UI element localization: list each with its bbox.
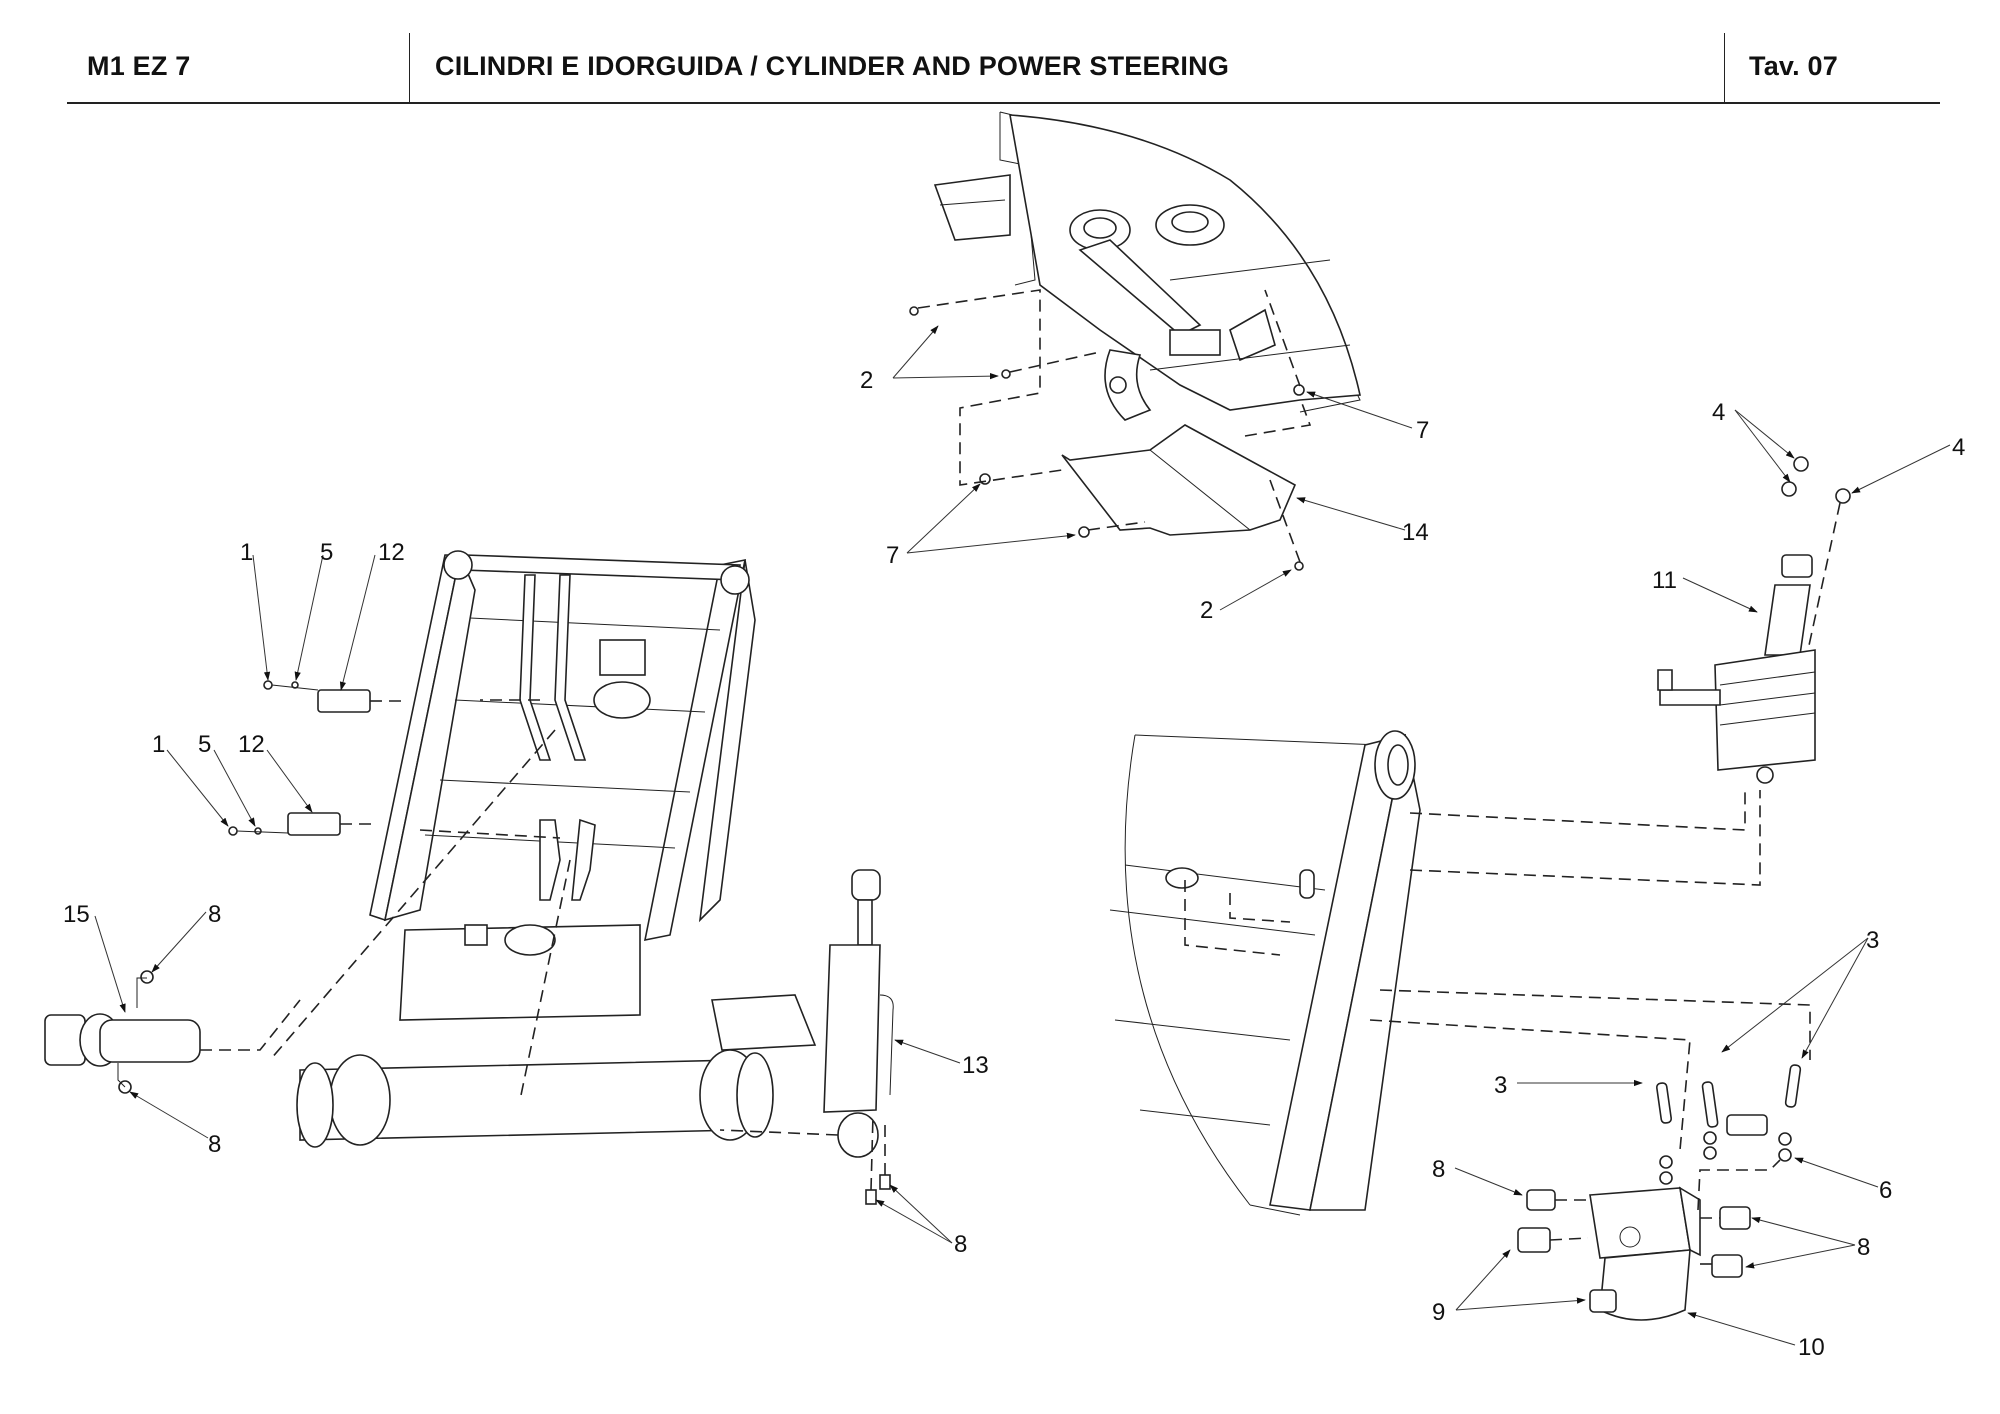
callout-12: 12: [378, 539, 405, 566]
callout-8: 8: [1432, 1156, 1445, 1183]
main-frame-view: 1 5 12 1 5 12 15 8 8 13 8: [44, 539, 989, 1258]
nut: [1078, 526, 1090, 538]
callout-10: 10: [1798, 1334, 1825, 1361]
hydraulic-cylinder: [823, 944, 881, 1113]
joint-cap: [44, 1014, 86, 1066]
stud: [1784, 1064, 1802, 1108]
steering-column-body: [1714, 649, 1816, 771]
table-number: Tav. 07: [1749, 50, 1838, 81]
callout-12: 12: [238, 731, 265, 758]
screw: [1001, 369, 1011, 379]
callout-8: 8: [208, 1131, 221, 1158]
callout-7: 7: [1416, 417, 1429, 444]
washer: [1778, 1148, 1792, 1162]
model-code: M1 EZ 7: [87, 50, 191, 81]
callout-11: 11: [1652, 567, 1677, 594]
fitting: [1719, 1206, 1751, 1230]
stud: [1655, 1082, 1673, 1124]
guard-assembly-view: 2 7 7 14 2: [860, 111, 1429, 624]
fitting: [1711, 1254, 1743, 1278]
nut: [1781, 481, 1797, 497]
callout-15: 15: [63, 901, 90, 928]
callout-8: 8: [208, 901, 221, 928]
title-block: M1 EZ 7 CILINDRI E IDORGUIDA / CYLINDER …: [67, 30, 1940, 104]
fitting: [1589, 1289, 1617, 1313]
fitting: [879, 1174, 891, 1190]
callout-1: 1: [152, 731, 165, 758]
steering-assembly-view: 4 4 11 3 3 6 8 8 9 10: [1109, 399, 1965, 1361]
screw: [909, 306, 919, 316]
pin: [317, 689, 371, 713]
guard-plate: [1061, 424, 1297, 536]
callout-8: 8: [954, 1231, 967, 1258]
nut: [1293, 384, 1305, 396]
fitting: [865, 1189, 877, 1205]
callout-4: 4: [1952, 434, 1965, 461]
callout-13: 13: [962, 1052, 989, 1079]
header-divider: [409, 33, 410, 102]
pin: [287, 812, 341, 836]
callout-3: 3: [1866, 927, 1879, 954]
callout-4: 4: [1712, 399, 1725, 426]
cylinder-eye-top: [851, 869, 881, 901]
callout-5: 5: [198, 731, 211, 758]
callout-14: 14: [1402, 519, 1429, 546]
callout-2: 2: [860, 367, 873, 394]
header-divider: [1724, 33, 1725, 102]
callout-5: 5: [320, 539, 333, 566]
washer: [254, 827, 262, 835]
nut: [1835, 488, 1851, 504]
callout-2: 2: [1200, 597, 1213, 624]
page-title: CILINDRI E IDORGUIDA / CYLINDER AND POWE…: [435, 50, 1230, 81]
callout-6: 6: [1879, 1177, 1892, 1204]
screw: [1294, 561, 1304, 571]
screw: [228, 826, 238, 836]
steering-column: [1764, 584, 1811, 656]
screw: [263, 680, 273, 690]
joint: [99, 1019, 201, 1063]
callout-3: 3: [1494, 1072, 1507, 1099]
callout-9: 9: [1432, 1299, 1445, 1326]
column-top: [1781, 554, 1813, 578]
fitting: [1517, 1227, 1551, 1253]
steering-unit-valve: [1589, 1187, 1691, 1259]
fitting: [1526, 1189, 1556, 1211]
fitting: [140, 970, 154, 984]
nut: [1793, 456, 1809, 472]
callout-1: 1: [240, 539, 253, 566]
stud: [1701, 1081, 1719, 1128]
callout-8: 8: [1857, 1234, 1870, 1261]
pin: [1726, 1114, 1768, 1136]
callout-7: 7: [886, 542, 899, 569]
